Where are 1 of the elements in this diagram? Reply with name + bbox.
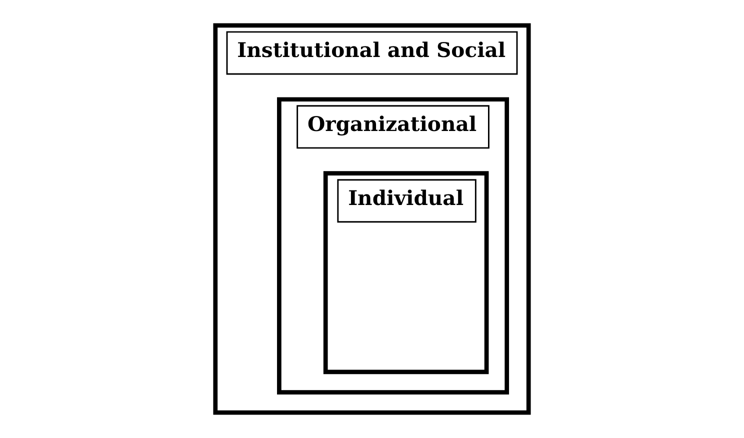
node-box: Individual <box>323 171 489 374</box>
